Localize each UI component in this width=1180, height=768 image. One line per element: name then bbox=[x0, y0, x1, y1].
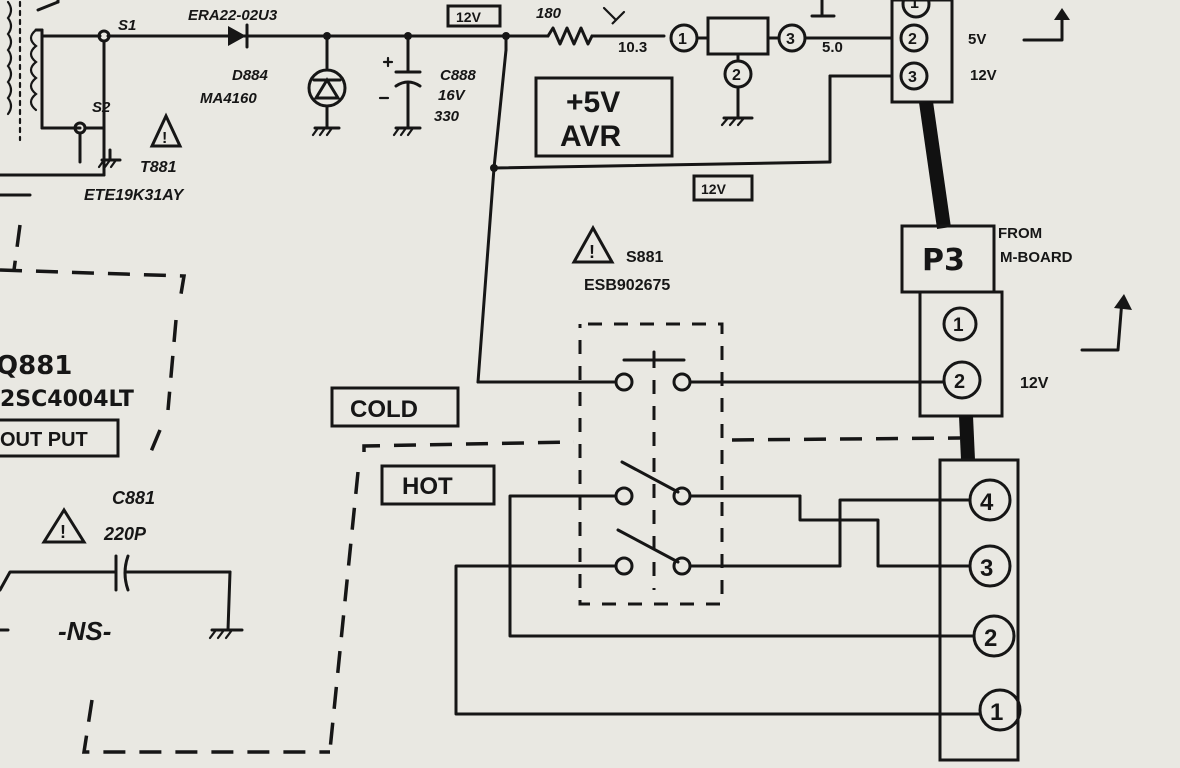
svg-text:1: 1 bbox=[910, 0, 919, 12]
hot-label: HOT bbox=[402, 473, 453, 500]
t881-part-label: ETE19K31AY bbox=[84, 187, 185, 204]
zener-diode-d884 bbox=[307, 34, 347, 137]
svg-text:2: 2 bbox=[732, 67, 741, 84]
warning-triangle-icon: ! bbox=[571, 224, 615, 264]
resistor-value: 180 bbox=[536, 5, 562, 22]
avr-label: AVR bbox=[560, 120, 621, 153]
from-label: FROM bbox=[998, 225, 1042, 242]
out-5v-label: 5V bbox=[968, 31, 986, 48]
capacitor-c881 bbox=[0, 554, 244, 640]
svg-text:2: 2 bbox=[908, 31, 917, 48]
svg-text:2: 2 bbox=[954, 371, 965, 393]
svg-text:!: ! bbox=[162, 130, 167, 147]
resistor-180 bbox=[518, 26, 666, 46]
cold-box bbox=[330, 386, 460, 428]
c888-capacitance: 330 bbox=[434, 108, 460, 125]
arrow-up-icon bbox=[1022, 10, 1064, 42]
svg-text:1: 1 bbox=[953, 315, 964, 336]
node-in-voltage: 10.3 bbox=[618, 39, 647, 56]
q881-part-label: 2SC4004LT bbox=[0, 387, 134, 412]
warning-triangle-icon: ! bbox=[41, 507, 87, 544]
s1-s2-switch-wiring: S1 S2 bbox=[0, 17, 522, 177]
s2-label: S2 bbox=[92, 99, 111, 116]
svg-text:!: ! bbox=[589, 242, 595, 262]
s881-part-label: ESB902675 bbox=[584, 277, 670, 294]
regulator-ic: 1 3 2 bbox=[669, 16, 807, 127]
p3-connector: 1 2 bbox=[918, 290, 1004, 418]
out-12v-label: 12V bbox=[970, 67, 997, 84]
v12-mid-label: 12V bbox=[701, 181, 727, 197]
svg-text:2: 2 bbox=[984, 625, 997, 652]
ma4160-label: MA4160 bbox=[200, 90, 257, 107]
svg-text:3: 3 bbox=[980, 555, 993, 582]
p3-12v-label: 12V bbox=[1020, 375, 1049, 392]
capacitor-c888 bbox=[378, 34, 422, 137]
output-box bbox=[0, 418, 120, 458]
c888-label: C888 bbox=[440, 67, 477, 84]
svg-text:3: 3 bbox=[786, 31, 795, 48]
output-label: OUT PUT bbox=[0, 429, 88, 451]
ground-icon bbox=[78, 148, 122, 169]
avr-voltage-label: +5V bbox=[566, 86, 620, 119]
s881-label: S881 bbox=[626, 249, 663, 266]
svg-text:4: 4 bbox=[980, 489, 994, 516]
warning-triangle-icon: ! bbox=[149, 112, 183, 148]
c881-label: C881 bbox=[112, 488, 155, 508]
diode-part-label: ERA22-02U3 bbox=[188, 7, 278, 24]
power-switch-s881 bbox=[578, 322, 946, 606]
avr-box bbox=[534, 76, 674, 158]
diode-era22 bbox=[228, 23, 249, 49]
svg-text:1: 1 bbox=[990, 699, 1003, 726]
top-connector: 1 2 3 bbox=[890, 0, 954, 104]
node-out-voltage: 5.0 bbox=[822, 39, 843, 56]
s1-label: S1 bbox=[118, 17, 136, 34]
hot-box bbox=[380, 464, 496, 506]
c881-value: 220P bbox=[103, 524, 147, 544]
arrow-up-icon bbox=[1080, 298, 1124, 352]
ac-wiring bbox=[454, 494, 982, 716]
v12-mid-box bbox=[692, 174, 754, 202]
svg-text:!: ! bbox=[60, 522, 66, 542]
c888-voltage: 16V bbox=[438, 87, 467, 104]
cold-label: COLD bbox=[350, 396, 418, 423]
ns-label: -NS- bbox=[58, 616, 111, 646]
p3-label: P3 bbox=[922, 243, 965, 278]
v12-top-box bbox=[446, 4, 502, 28]
q881-label: Q881 bbox=[0, 351, 72, 381]
svg-text:3: 3 bbox=[908, 69, 917, 86]
svg-text:1: 1 bbox=[678, 31, 687, 48]
d884-label: D884 bbox=[232, 67, 269, 84]
transformer-t881 bbox=[0, 0, 82, 197]
from-board-label: M-BOARD bbox=[1000, 249, 1073, 266]
v12-top-label: 12V bbox=[456, 9, 482, 25]
t881-label: T881 bbox=[140, 159, 177, 176]
